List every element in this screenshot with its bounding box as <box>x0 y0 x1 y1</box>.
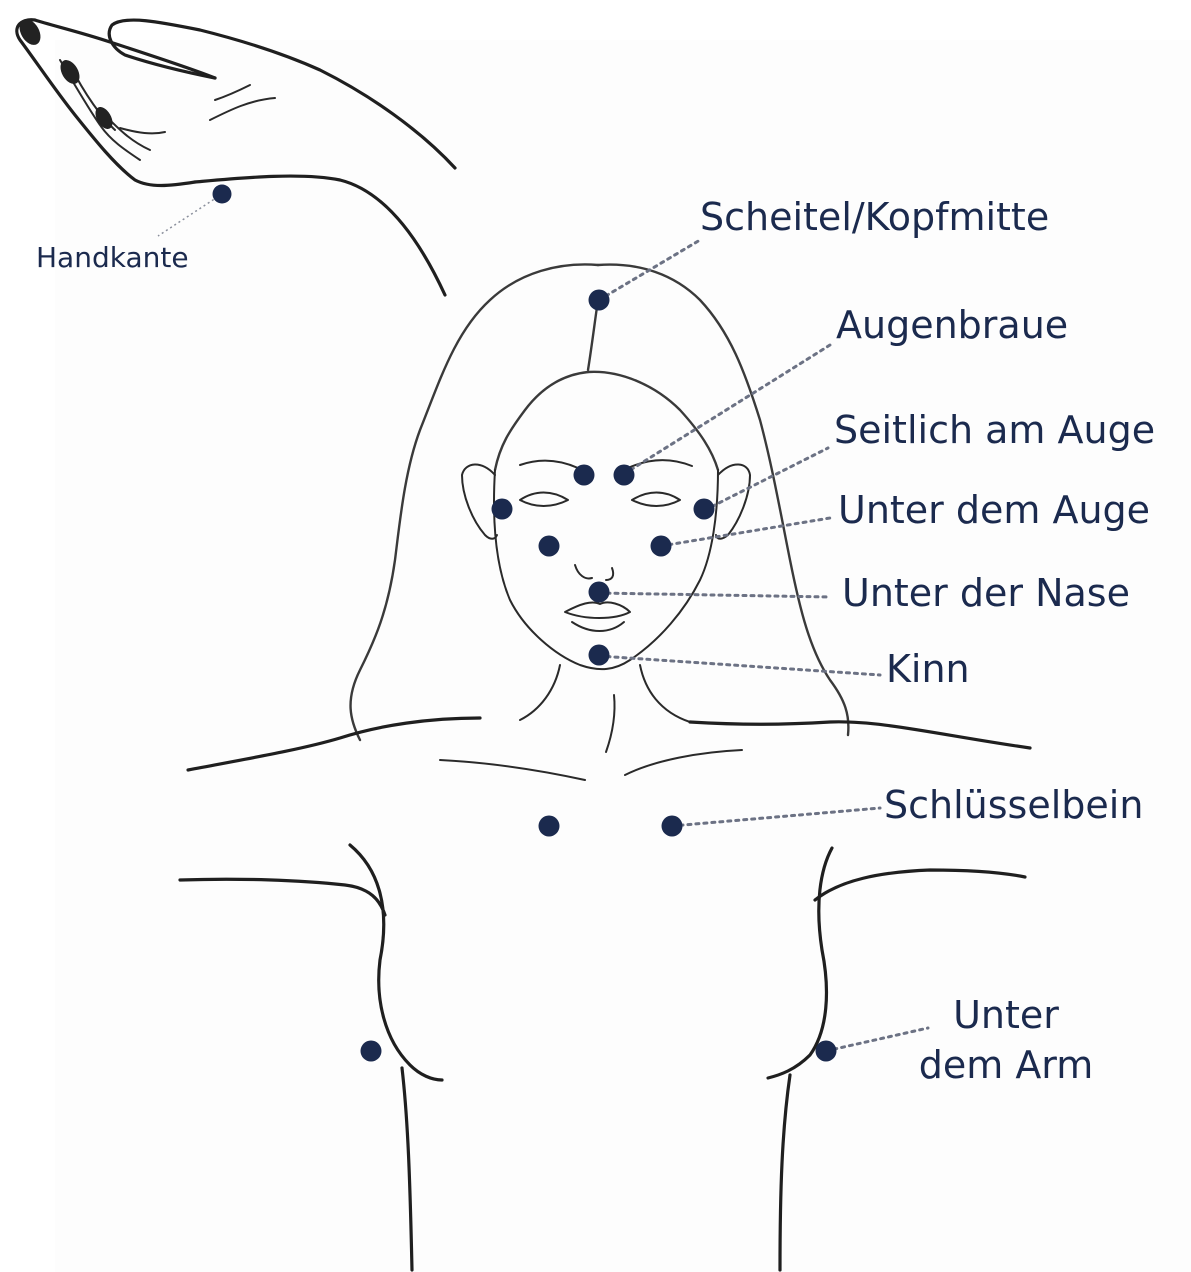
point-augenbraue-right <box>614 465 635 486</box>
point-kinn <box>589 645 610 666</box>
point-unter-auge-right <box>651 536 672 557</box>
label-schluesselbein: Schlüsselbein <box>884 783 1143 827</box>
point-unter-arm-right <box>816 1041 837 1062</box>
point-scheitel <box>589 290 610 311</box>
label-kinn: Kinn <box>886 647 970 691</box>
point-augenbraue-left <box>574 465 595 486</box>
point-unter-nase <box>589 582 610 603</box>
point-handkante <box>213 185 232 204</box>
label-unter-arm-line2: dem Arm <box>919 1043 1094 1087</box>
label-seitlich-auge: Seitlich am Auge <box>834 408 1155 452</box>
label-augenbraue: Augenbraue <box>836 303 1068 347</box>
point-schluesselbein-left <box>539 816 560 837</box>
point-seitlich-right <box>694 499 715 520</box>
label-unter-auge: Unter dem Auge <box>838 488 1150 532</box>
label-scheitel: Scheitel/Kopfmitte <box>700 195 1049 239</box>
point-unter-arm-left <box>361 1041 382 1062</box>
label-unter-arm-line1: Unter <box>953 993 1059 1037</box>
label-unter-nase: Unter der Nase <box>842 571 1130 615</box>
point-schluesselbein-right <box>662 816 683 837</box>
point-seitlich-left <box>492 499 513 520</box>
point-unter-auge-left <box>539 536 560 557</box>
label-handkante: Handkante <box>36 241 189 274</box>
